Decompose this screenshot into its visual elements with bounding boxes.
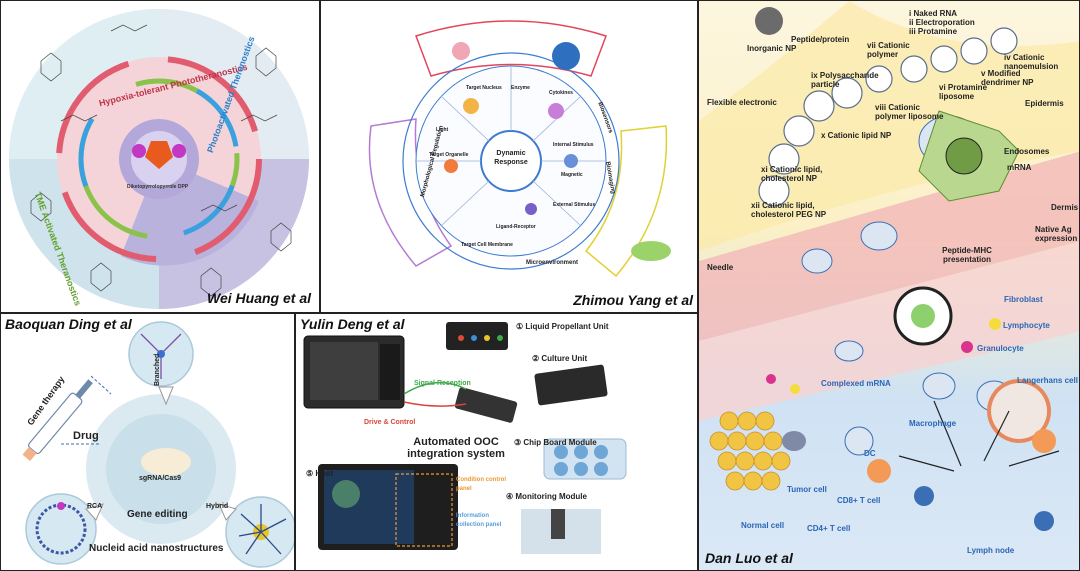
label-hybrid: Hybrid: [206, 503, 229, 510]
label-fibroblast: Fibroblast: [1004, 295, 1043, 304]
unit-culture: ② Culture Unit: [532, 354, 588, 363]
label-branched: Branched: [154, 353, 161, 386]
label-gene-editing: Gene editing: [127, 509, 188, 520]
label-ligand-receptor: Ligand-Receptor: [496, 224, 536, 230]
label-native-ag: Native Ag expression: [1035, 225, 1078, 243]
label-macrophage: Macrophage: [909, 419, 957, 428]
unit-monitoring: ④ Monitoring Module: [506, 492, 587, 501]
label-lipid-cholesterol-np: xi Cationic lipid, cholesterol NP: [761, 165, 823, 183]
label-lymph-node: Lymph node: [967, 546, 1015, 555]
label-dendrimer-np: v Modified dendrimer NP: [981, 69, 1034, 87]
label-endosomes: Endosomes: [1004, 147, 1050, 156]
label-dermis: Dermis: [1051, 203, 1079, 212]
condition-control-panel: Condition control panel: [456, 477, 506, 492]
flow-signal-reception: Signal Reception: [414, 380, 471, 387]
system-title: Automated OOC integration system: [407, 436, 505, 460]
author-label: Zhimou Yang et al: [573, 292, 693, 308]
label-langerhans: Langerhans cell: [1017, 376, 1078, 385]
panel-dpp-theranostics: Hypoxia-tolerant Phototheranostics TME A…: [0, 0, 320, 313]
mrna-delivery-diagram: [699, 1, 1079, 531]
unit-liquid-propellant: ① Liquid Propellant Unit: [516, 322, 609, 331]
label-tumor-cell: Tumor cell: [787, 485, 827, 494]
list-item-protamine: iii Protamine: [909, 27, 958, 36]
label-needle: Needle: [707, 263, 734, 272]
author-label: Baoquan Ding et al: [5, 316, 132, 332]
label-internal-stimulus: Internal Stimulus: [553, 142, 594, 148]
panel-nucleic-acid: Branched Gene therapy Drug sgRNA/Cas9 RC…: [0, 313, 295, 571]
label-cd4: CD4+ T cell: [807, 524, 851, 533]
label-peptide-protein: Peptide/protein: [791, 35, 850, 44]
dpp-wheel: [9, 9, 309, 309]
label-sgrna-cas9: sgRNA/Cas9: [139, 475, 182, 482]
unit-chip-board: ③ Chip Board Module: [514, 438, 597, 447]
label-granulocyte: Granulocyte: [977, 344, 1024, 353]
author-label: Yulin Deng et al: [300, 316, 405, 332]
label-target-organelle: Target Organelle: [429, 152, 469, 158]
author-label: Dan Luo et al: [705, 550, 793, 566]
flow-drive-control: Drive & Control: [364, 419, 416, 426]
label-dc: DC: [864, 449, 876, 458]
ring-microenvironment: Microenvironment: [526, 260, 579, 266]
panel-ooc-system: ① Liquid Propellant Unit ② Culture Unit …: [295, 313, 698, 571]
label-rca: RCA: [87, 503, 103, 510]
label-drug: Drug: [73, 430, 99, 442]
label-peptide-mhc: Peptide-MHC presentation: [942, 246, 992, 264]
label-polysaccharide: ix Polysaccharide particle: [811, 71, 879, 89]
label-flexible-electronic: Flexible electronic: [707, 98, 777, 107]
label-target-nucleus: Target Nucleus: [466, 85, 502, 91]
label-magnetic: Magnetic: [561, 172, 583, 178]
label-cationic-nanoemulsion: iv Cationic nanoemulsion: [1004, 53, 1059, 71]
label-external-stimulus: External Stimulus: [553, 202, 596, 208]
center-text: Dynamic Response: [494, 150, 528, 166]
information-collection-panel: Information collection panel: [456, 513, 502, 528]
label-protamine-liposome: vi Protamine liposome: [939, 83, 988, 101]
label-lymphocyte: Lymphocyte: [1003, 321, 1050, 330]
ooc-system-diagram: [303, 322, 627, 554]
label-light: Light: [436, 127, 449, 133]
label-mrna: mRNA: [1007, 163, 1032, 172]
center-label: Diketopyrrolopyrrole DPP: [127, 184, 189, 190]
label-normal-cell: Normal cell: [741, 521, 785, 530]
unit-host: ⑤ Host: [306, 469, 334, 478]
label-inorganic-np: Inorganic NP: [747, 44, 797, 53]
label-enzyme: Enzyme: [511, 85, 530, 91]
label-cationic-polymer-liposome: viii Cationic polymer liposome: [875, 103, 944, 121]
list-item-electroporation: ii Electroporation: [909, 18, 975, 27]
label-cytokines: Cytokines: [549, 90, 573, 96]
nucleic-acid-diagram: [22, 321, 294, 568]
panel-dynamic-response: Dynamic Response Target Nucleus Enzyme C…: [320, 0, 698, 313]
label-complexed-mrna: Complexed mRNA: [821, 379, 891, 388]
label-cationic-lipid-np: x Cationic lipid NP: [821, 131, 892, 140]
dynamic-response-diagram: [368, 20, 671, 278]
author-label: Wei Huang et al: [207, 290, 311, 306]
label-cd8: CD8+ T cell: [837, 496, 881, 505]
label-lipid-cholesterol-peg: xii Cationic lipid, cholesterol PEG NP: [751, 201, 827, 219]
list-item-naked-rna: i Naked RNA: [909, 9, 958, 18]
label-epidermis: Epidermis: [1025, 99, 1064, 108]
panel-mrna-delivery: i Naked RNA ii Electroporation iii Prota…: [698, 0, 1080, 571]
label-nucleic-acid-nanostructures: Nucleid acid nanostructures: [89, 543, 224, 554]
label-cationic-polymer: vii Cationic polymer: [867, 41, 910, 59]
label-target-cell-membrane: Target Cell Membrane: [461, 242, 513, 248]
